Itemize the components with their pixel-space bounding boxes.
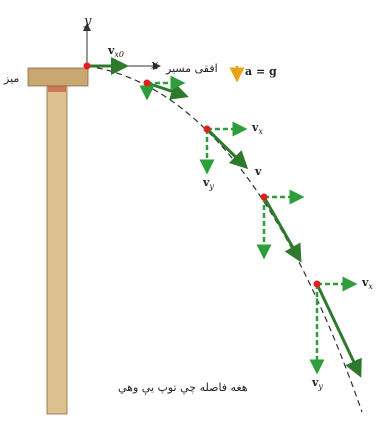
horizontal-path-label: افقی مسیر (166, 62, 218, 75)
initial-velocity-label: vx0 (108, 44, 125, 60)
ball-1 (143, 79, 151, 87)
table (27, 67, 89, 415)
point-2-velocity (205, 127, 249, 170)
point-4-velocity (315, 283, 362, 378)
point-2-v-label: v (255, 165, 262, 178)
point-1-vectors (139, 75, 189, 101)
point-3-vectors (256, 189, 305, 263)
y-axis-label: y (84, 14, 92, 29)
x-axis-label: x (151, 58, 159, 73)
table-label: ميز (4, 72, 20, 85)
acceleration-label: a = g (245, 65, 277, 78)
distance-caption: هغه فاصله چې توپ يې وهي (118, 381, 248, 394)
point-2-vx-label: vx (252, 121, 263, 137)
point-2-vy-label: vy (203, 176, 214, 192)
ball-4 (313, 280, 321, 288)
ball-start (83, 62, 91, 70)
point-4-vectors (309, 276, 362, 378)
point-4-vy-label: vy (312, 376, 323, 392)
point-3-velocity (262, 196, 302, 263)
point-2-vectors (199, 121, 249, 175)
table-leg (46, 85, 68, 415)
point-4-vx-label: vx (362, 276, 373, 292)
table-top (27, 67, 89, 87)
trajectory-path (86, 65, 363, 413)
point-1-velocity (146, 81, 189, 100)
ball-2 (203, 125, 211, 133)
ball-3 (260, 193, 268, 201)
table-leg-shadow (48, 86, 66, 92)
